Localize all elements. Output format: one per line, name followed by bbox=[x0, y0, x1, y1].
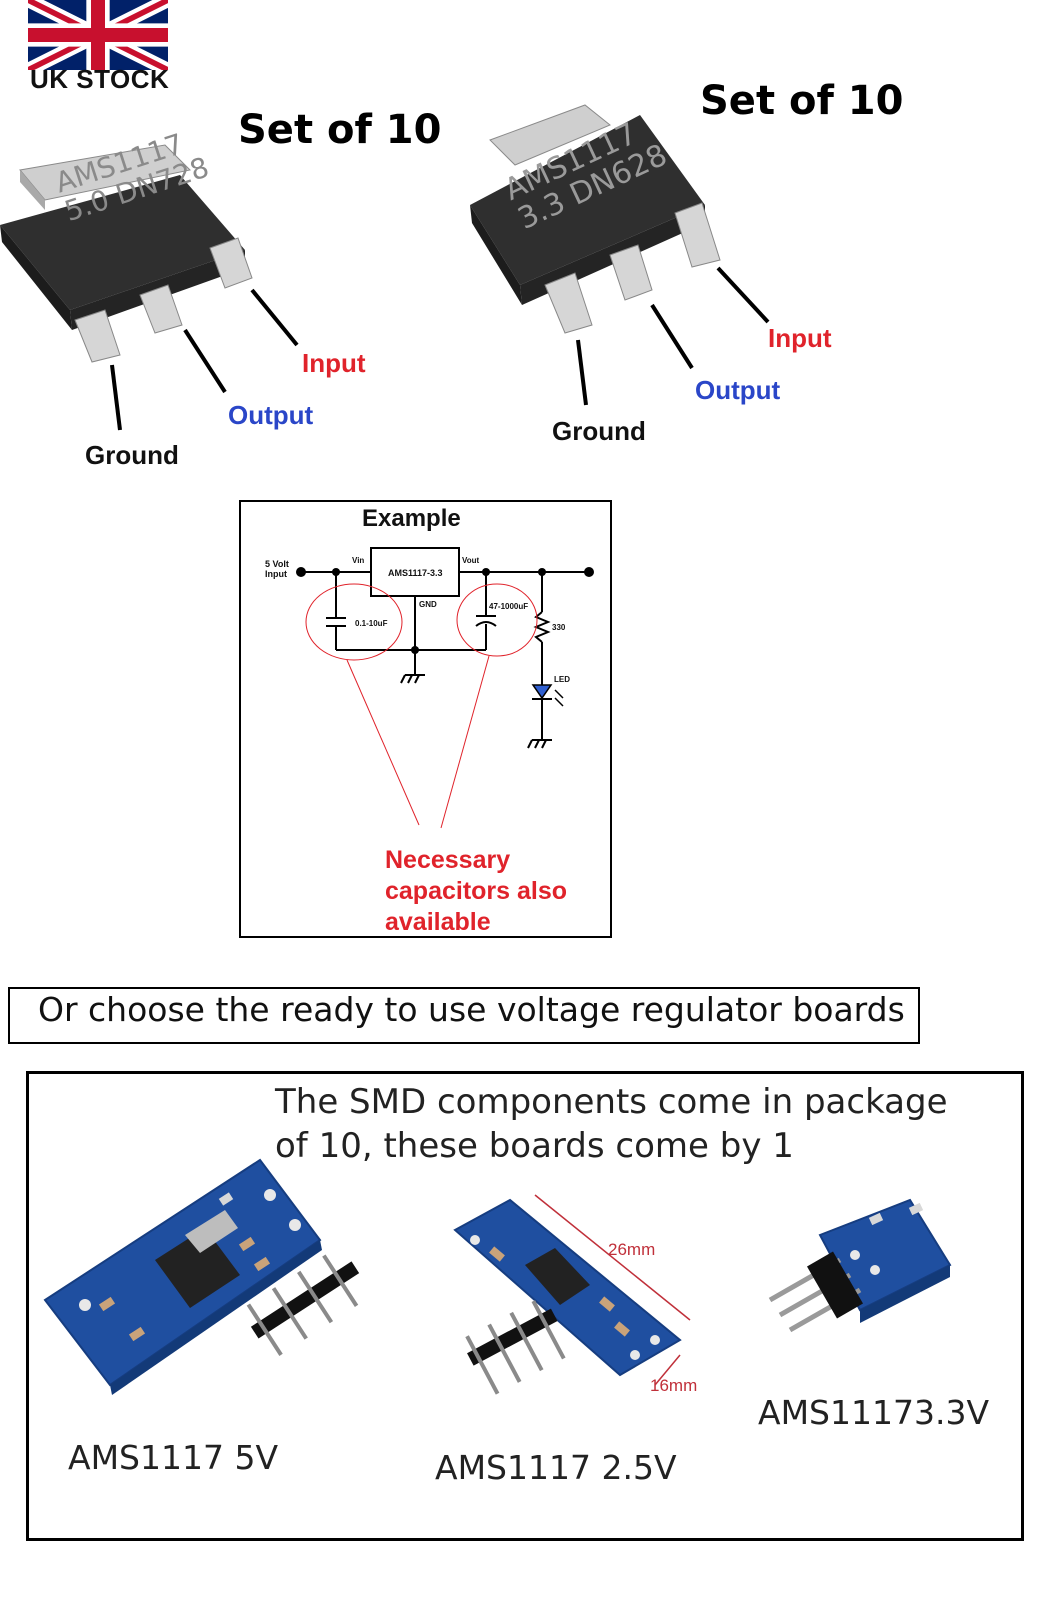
schematic-cap-in-label: 0.1-10uF bbox=[355, 619, 388, 628]
schematic-gnd-label: GND bbox=[419, 600, 437, 609]
package-note: The SMD components come in package of 10… bbox=[275, 1082, 948, 1166]
choose-boards-banner bbox=[8, 987, 920, 1044]
pin-ground-label: Ground bbox=[552, 416, 646, 446]
schematic-ic-label: AMS1117-3.3 bbox=[388, 568, 443, 578]
board-label: AMS1117 5V bbox=[68, 1438, 279, 1477]
board-label: AMS11173.3V bbox=[758, 1393, 990, 1432]
board-label: AMS1117 2.5V bbox=[435, 1448, 677, 1487]
board-width-dimension: 16mm bbox=[650, 1376, 698, 1395]
input-label-line1: 5 Volt bbox=[265, 559, 289, 569]
input-label-line2: Input bbox=[265, 569, 287, 579]
example-schematic bbox=[296, 547, 594, 829]
pin-ground-label: Ground bbox=[85, 440, 179, 470]
schematic-input-label: 5 Volt Input bbox=[265, 559, 289, 579]
ams1117-5v-chip-photo bbox=[0, 144, 253, 363]
example-title: Example bbox=[362, 505, 461, 532]
schematic-vout-label: Vout bbox=[462, 556, 480, 565]
capacitors-note: Necessary capacitors also available bbox=[385, 846, 568, 936]
pin-output-label: Output bbox=[695, 375, 781, 405]
schematic-vin-label: Vin bbox=[352, 556, 365, 565]
uk-flag-icon bbox=[28, 0, 168, 70]
schematic-cap-out-label: 47-1000uF bbox=[489, 602, 529, 611]
board-2v5-photo bbox=[453, 1194, 691, 1395]
set-of-10-label: Set of 10 bbox=[238, 107, 442, 153]
choose-boards-text: Or choose the ready to use voltage regul… bbox=[38, 990, 905, 1029]
pin-input-label: Input bbox=[768, 323, 832, 353]
pin-input-label: Input bbox=[302, 348, 366, 378]
schematic-led-label: LED bbox=[554, 675, 570, 684]
board-length-dimension: 26mm bbox=[608, 1240, 656, 1259]
ams1117-3v3-chip-photo bbox=[470, 104, 721, 334]
board-5v-photo bbox=[43, 1158, 360, 1395]
pin-output-label: Output bbox=[228, 400, 314, 430]
schematic-resistor-label: 330 bbox=[552, 623, 566, 632]
board-3v3-photo bbox=[768, 1198, 952, 1333]
uk-stock-label: UK STOCK bbox=[30, 64, 170, 94]
set-of-10-label: Set of 10 bbox=[700, 78, 904, 124]
